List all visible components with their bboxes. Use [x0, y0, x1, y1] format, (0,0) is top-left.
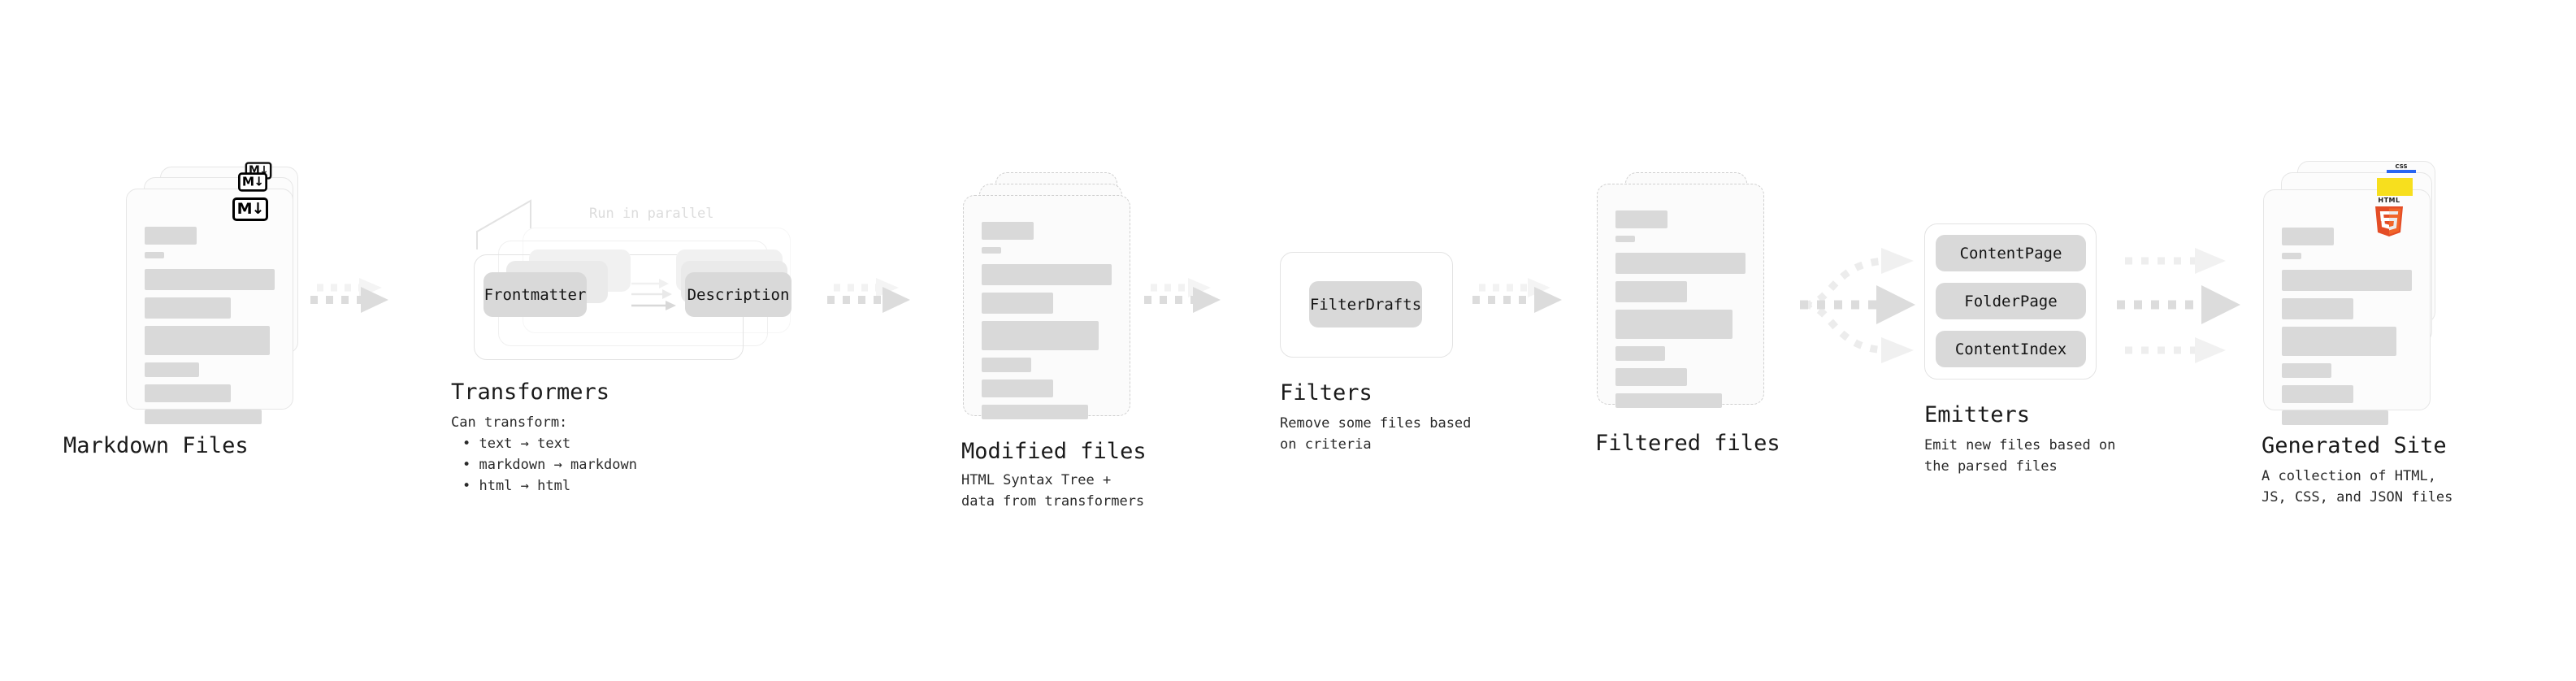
transformers-bullet-1: • text → text: [462, 436, 571, 452]
stage-filtered-files: Filtered files: [1595, 172, 1780, 456]
markdown-icon-back-1: M↓: [238, 172, 267, 192]
connector-arrow-branch-in: [1800, 248, 1915, 363]
pill-description[interactable]: Description: [685, 272, 791, 317]
transformers-bullet-2: • markdown → markdown: [462, 457, 637, 473]
generated-card-front: [2263, 189, 2431, 425]
emitters-subtitle: Emit new files based on the parsed files: [1924, 437, 2116, 475]
filtered-files-title: Filtered files: [1595, 431, 1780, 456]
pill-filterdrafts[interactable]: FilterDrafts: [1309, 281, 1422, 327]
pill-frontmatter[interactable]: Frontmatter: [484, 272, 587, 317]
pill-contentindex[interactable]: ContentIndex: [1936, 331, 2086, 367]
transformers-bullet-3: • html → html: [462, 478, 571, 494]
pill-contentpage[interactable]: ContentPage: [1936, 235, 2086, 271]
pill-filterdrafts-label: FilterDrafts: [1309, 295, 1422, 314]
transformers-subtitle: Can transform:: [451, 414, 568, 431]
filters-group: [1280, 252, 1453, 358]
markdown-card-stack: M↓ M↓ M↓: [126, 162, 298, 424]
pill-folderpage-label: FolderPage: [1964, 292, 2058, 310]
modified-files-title: Modified files: [961, 439, 1147, 464]
connector-arrow-3: [1144, 278, 1221, 313]
modified-card-stack: [963, 172, 1134, 419]
connector-arrow-branch-out: [2117, 248, 2240, 363]
markdown-card-skeleton: [145, 227, 275, 432]
emitters-group: [1924, 223, 2097, 380]
modified-files-subtitle: HTML Syntax Tree + data from transformer…: [961, 472, 1145, 510]
html5-icon-shield: [2375, 206, 2403, 236]
generated-site-title: Generated Site: [2262, 433, 2447, 458]
generated-site-subtitle: A collection of HTML, JS, CSS, and JSON …: [2262, 468, 2453, 505]
css-icon-bar: [2387, 170, 2416, 173]
html5-icon-label: HTML: [2378, 197, 2400, 204]
emitters-title: Emitters: [1924, 402, 2031, 427]
filtered-card-front: [1597, 184, 1764, 408]
js-icon: [2377, 178, 2413, 196]
markdown-icon-back-1-text: M↓: [241, 174, 264, 189]
connector-arrow-2: [827, 278, 910, 313]
filtered-card-skeleton: [1615, 210, 1746, 415]
markdown-icon-text: M↓: [236, 200, 265, 218]
pill-frontmatter-label: Frontmatter: [484, 285, 587, 304]
pill-contentpage-label: ContentPage: [1959, 244, 2062, 262]
connector-arrow-4: [1472, 278, 1562, 313]
transformer-inner-arrows: [631, 279, 676, 310]
css-icon: CSS: [2387, 163, 2416, 176]
stage-markdown-files: M↓ M↓ M↓ Markdown Files: [63, 162, 298, 458]
css-icon-label: CSS: [2395, 163, 2408, 170]
run-in-parallel-bracket: [476, 199, 531, 249]
filters-title: Filters: [1280, 380, 1373, 406]
pill-folderpage[interactable]: FolderPage: [1936, 283, 2086, 319]
modified-card-front: [963, 195, 1130, 419]
markdown-card-front: [126, 189, 293, 424]
generated-card-skeleton: [2282, 228, 2412, 432]
html5-icon: HTML: [2372, 197, 2406, 236]
pill-description-label: Description: [687, 285, 790, 304]
modified-card-skeleton: [982, 222, 1112, 427]
transformers-title: Transformers: [451, 380, 610, 405]
connector-arrow-1: [310, 278, 388, 313]
stage-generated-site: CSS HTML Generated Site A collection of …: [2262, 161, 2452, 505]
generated-card-stack: CSS HTML: [2263, 161, 2438, 425]
filtered-card-stack: [1597, 172, 1767, 416]
markdown-files-title: Markdown Files: [63, 433, 249, 458]
stage-modified-files: Modified files HTML Syntax Tree + data f…: [961, 172, 1147, 510]
pill-contentindex-label: ContentIndex: [1954, 340, 2067, 358]
markdown-icon: M↓: [232, 197, 268, 221]
filters-subtitle: Remove some files based on criteria: [1280, 415, 1472, 453]
run-in-parallel-label: Run in parallel: [589, 206, 714, 222]
